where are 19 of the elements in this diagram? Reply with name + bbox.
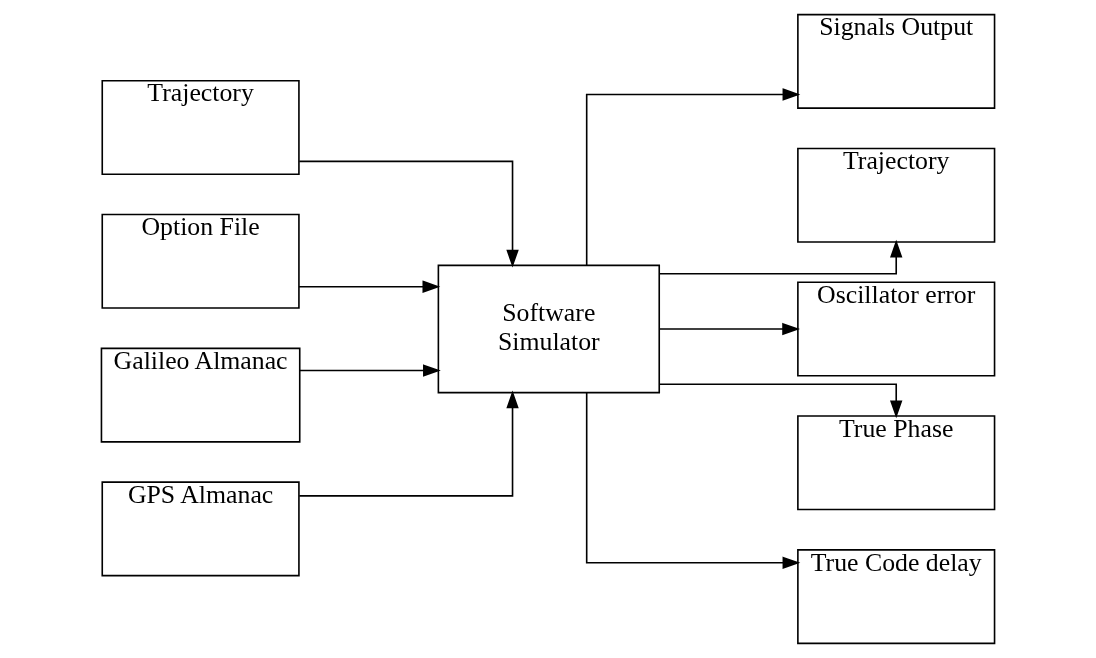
node-box: Signals Output <box>797 13 996 109</box>
node-box: Trajectory <box>101 79 300 176</box>
arrow <box>299 364 441 377</box>
arrow <box>658 322 800 336</box>
node-box: Trajectory <box>797 147 996 243</box>
arrow <box>585 88 801 266</box>
arrow <box>298 160 519 268</box>
node-box: Software Simulator <box>437 264 661 394</box>
arrow <box>658 239 903 275</box>
node-box: Galileo Almanac <box>100 347 301 443</box>
arrow <box>298 280 441 293</box>
node-box: Option File <box>101 213 300 309</box>
arrow <box>585 392 801 569</box>
arrow <box>298 390 519 497</box>
node-box: True Phase <box>797 415 996 511</box>
node-box: True Code delay <box>797 549 996 645</box>
node-box: Oscillator error <box>797 281 996 377</box>
node-box: GPS Almanac <box>101 481 300 577</box>
arrow <box>658 383 903 419</box>
